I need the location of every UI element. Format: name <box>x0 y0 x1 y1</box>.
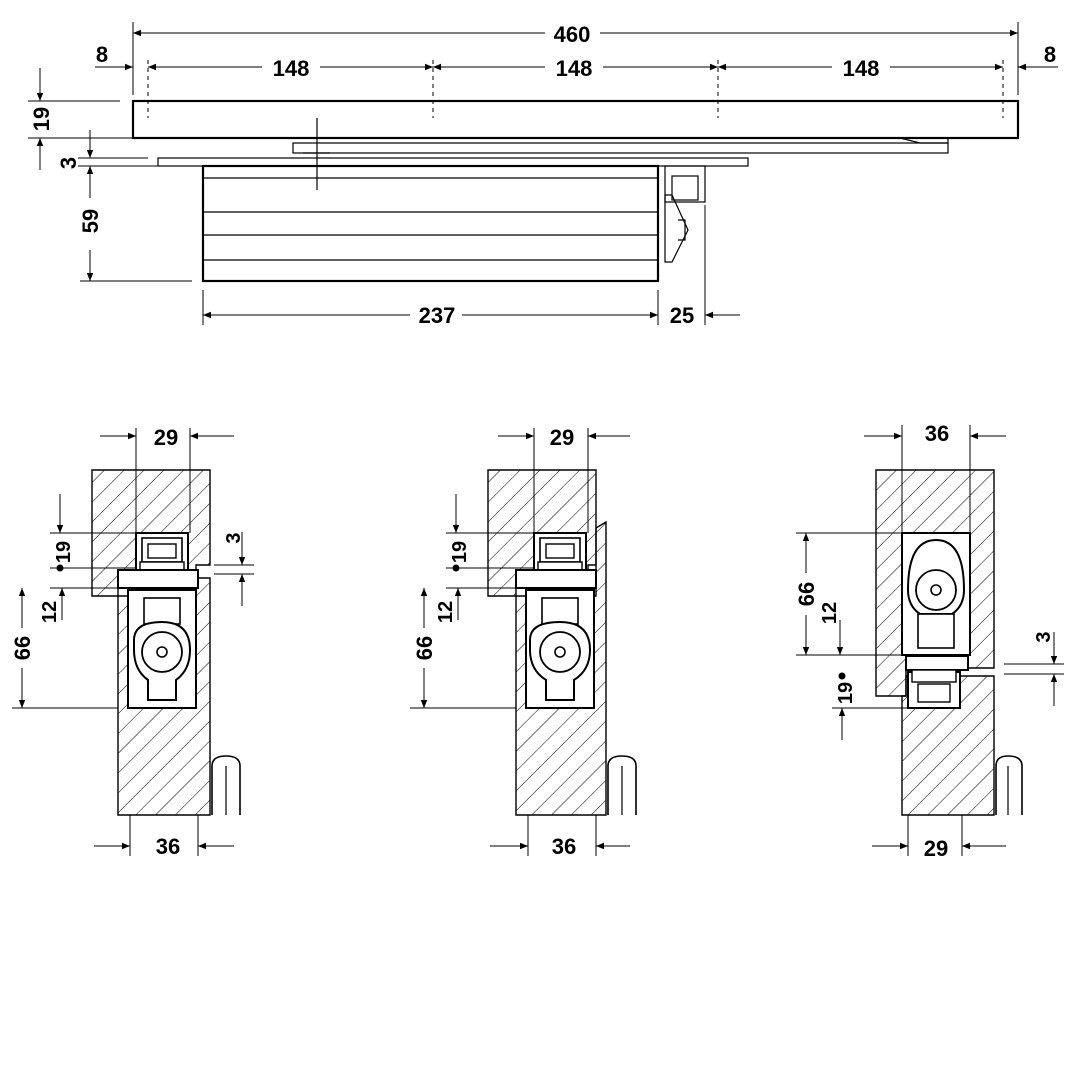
s1-dim-19: 19 <box>53 541 75 563</box>
slider-plate <box>292 142 949 154</box>
s2-dim-12: 12 <box>435 601 457 623</box>
s1-dim-12: 12 <box>39 601 61 623</box>
dim-left-offset: 8 <box>96 42 108 67</box>
s3-dim-19: 19 <box>835 682 857 704</box>
dim-overall-width: 460 <box>554 22 591 47</box>
s1-top-width: 29 <box>154 425 178 450</box>
dim-spacing-3: 148 <box>843 56 880 81</box>
dim-spacing-2: 148 <box>556 56 593 81</box>
s1-bottom-width: 36 <box>156 834 180 859</box>
dim-arm-offset: 25 <box>670 303 694 328</box>
s3-dim-66: 66 <box>794 582 819 606</box>
dim-rail-height: 19 <box>29 107 54 131</box>
s2-top-width: 29 <box>550 425 574 450</box>
dim-gap: 3 <box>56 157 81 169</box>
dim-body-length: 237 <box>419 303 456 328</box>
dim-body-height: 59 <box>78 209 103 233</box>
dim-right-offset: 8 <box>1044 42 1056 67</box>
guide-rail <box>131 99 1020 140</box>
s1-dim-66: 66 <box>10 636 35 660</box>
section-view-2: 29 36 19 12 66 <box>410 425 637 859</box>
s2-dim-66: 66 <box>412 636 437 660</box>
closer-body <box>201 164 660 283</box>
top-view: 460 8 8 148 148 148 <box>28 22 1058 328</box>
s2-bottom-width: 36 <box>552 834 576 859</box>
arm-end <box>664 165 706 203</box>
s1-dim-3: 3 <box>223 532 245 543</box>
section-view-3: 36 29 66 12 19 3 <box>794 421 1064 861</box>
s3-dim-3: 3 <box>1033 631 1055 642</box>
s3-top-width: 36 <box>925 421 949 446</box>
section-view-1: 29 36 19 12 66 3 <box>10 425 254 859</box>
mounting-plate <box>157 157 749 167</box>
dim-spacing-1: 148 <box>273 56 310 81</box>
s2-dim-19: 19 <box>449 541 471 563</box>
s3-dim-12: 12 <box>819 602 841 624</box>
s3-bottom-width: 29 <box>924 836 948 861</box>
